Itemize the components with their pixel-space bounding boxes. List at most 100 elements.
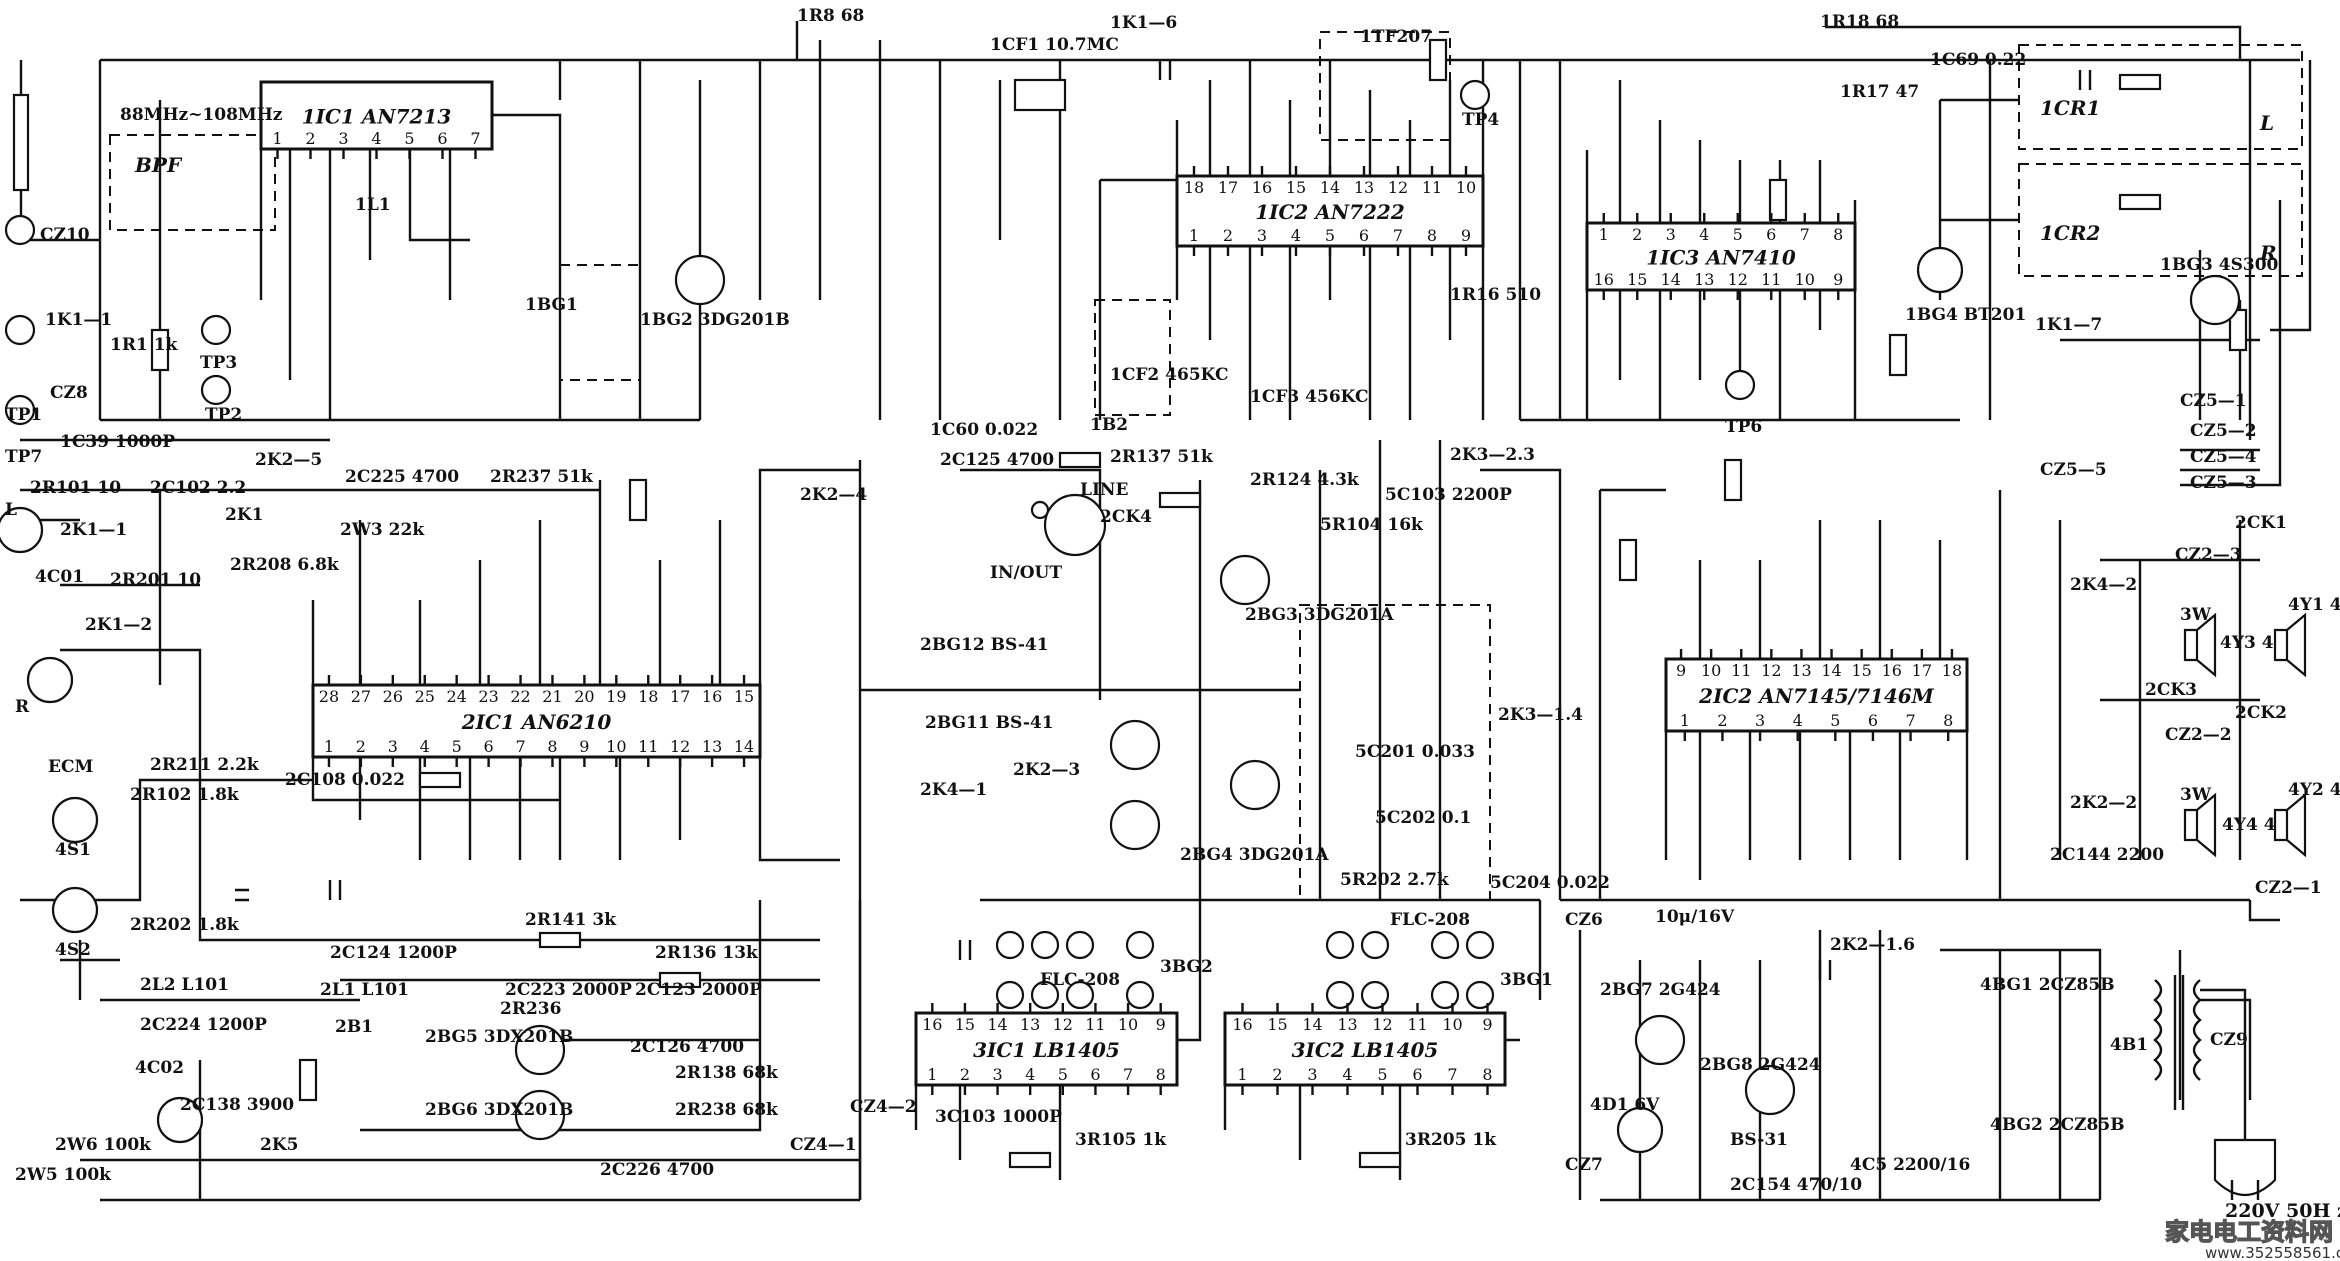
label: 2W3 22k: [340, 520, 425, 540]
ic-pin-number: 18: [1184, 178, 1204, 197]
label: BS-31: [1730, 1130, 1788, 1150]
ic-label: 1IC3 AN7410: [1646, 246, 1796, 270]
ic-pin-number: 8: [1482, 1065, 1492, 1084]
label: 1R18 68: [1820, 12, 1899, 32]
ic-pin-number: 4: [420, 737, 430, 756]
label: CZ5—2: [2190, 421, 2257, 441]
ic-body: [259, 80, 494, 151]
label: CZ5—5: [2040, 460, 2107, 480]
label: CZ9: [2210, 1030, 2248, 1050]
ic-pin-number: 14: [734, 737, 754, 756]
passive-components: [150, 38, 2248, 1169]
ic-pin-number: 24: [446, 687, 466, 706]
label: 4Y4 4: [2222, 815, 2276, 835]
label: 2C125 4700: [940, 450, 1054, 470]
label: 3W: [2180, 605, 2212, 625]
ic-pin-number: 15: [1267, 1015, 1287, 1034]
ic-pin-number: 1: [1189, 226, 1199, 245]
ic-pin-number: 2: [1717, 711, 1727, 730]
watermark-logo: 家电电工资料网: [2165, 1218, 2333, 1246]
ic-body: [1664, 657, 1969, 733]
ic-pin-number: 3: [1307, 1065, 1317, 1084]
label: 1C60 0.022: [930, 420, 1038, 440]
ic-pin-number: 13: [1694, 270, 1714, 289]
ic-pin-number: 10: [1701, 661, 1721, 680]
ic-pin-number: 16: [1882, 661, 1902, 680]
ic-pin-number: 6: [1090, 1065, 1100, 1084]
led-array-2: [1325, 930, 1495, 1010]
ic-pin-number: 15: [1851, 661, 1871, 680]
label: 2R202 1.8k: [130, 915, 240, 935]
ic-pin-number: 6: [1359, 226, 1369, 245]
label: 4BG2 2CZ85B: [1990, 1115, 2125, 1135]
label: 2BG11 BS-41: [925, 713, 1054, 733]
power-rating-label: 220V 50H z: [2225, 1200, 2340, 1222]
ic-pin-number: 6: [1766, 225, 1776, 244]
ic-pin-number: 16: [922, 1015, 942, 1034]
ic-label: 2IC2 AN7145/7146M: [1698, 684, 1935, 708]
label: 2BG6 3DX201B: [425, 1100, 573, 1120]
watermark-url: www.352558561.cn: [2205, 1244, 2340, 1261]
ic-pin-number: 10: [1456, 178, 1476, 197]
label: 2R138 68k: [675, 1063, 779, 1083]
ic-pin-number: 18: [638, 687, 658, 706]
ic-pin-number: 18: [1942, 661, 1962, 680]
ic-pin-number: 6: [437, 129, 447, 148]
ic-pin-number: 9: [579, 737, 589, 756]
ic-pin-number: 7: [1123, 1065, 1133, 1084]
label: 10μ/16V: [1655, 907, 1735, 927]
label: 5C204 0.022: [1490, 873, 1610, 893]
ic-pin-number: 16: [702, 687, 722, 706]
ic-pin-number: 10: [1118, 1015, 1138, 1034]
ic-pin-number: 20: [574, 687, 594, 706]
ic-pin-number: 13: [1020, 1015, 1040, 1034]
label: 3BG1: [1500, 970, 1553, 990]
label: 2K1—1: [60, 520, 127, 540]
label: 4BG1 2CZ85B: [1980, 975, 2115, 995]
label: 2L1 L101: [320, 980, 409, 1000]
ic-pin-number: 28: [319, 687, 339, 706]
ic-pin-number: 17: [1912, 661, 1932, 680]
ic-pin-number: 14: [1661, 270, 1681, 289]
label: 2R238 68k: [675, 1100, 779, 1120]
label: 2C154 470/10: [1730, 1175, 1862, 1195]
ic-pin-number: 14: [1320, 178, 1340, 197]
ic-pin-number: 2: [356, 737, 366, 756]
ic-label: 3IC2 LB1405: [1292, 1038, 1439, 1062]
label: 1K1—6: [1110, 13, 1177, 33]
ic-pin-number: 5: [1377, 1065, 1387, 1084]
label: CZ4—1: [790, 1135, 857, 1155]
ic-pin-number: 4: [371, 129, 381, 148]
ic-pin-number: 19: [606, 687, 626, 706]
label: CZ7: [1565, 1155, 1603, 1175]
label: CZ2—1: [2255, 878, 2322, 898]
label: 2BG12 BS-41: [920, 635, 1049, 655]
label: 4S1: [55, 840, 91, 860]
ic-pin-number: 5: [1830, 711, 1840, 730]
label: TP6: [1725, 417, 1762, 437]
ic-pin-number: 3: [388, 737, 398, 756]
power-transformer: [2153, 975, 2202, 1110]
ic-pin-number: 1: [1599, 225, 1609, 244]
label: 3C103 1000P: [935, 1107, 1062, 1127]
ic-pin-number: 9: [1676, 661, 1686, 680]
ic-pin-number: 13: [702, 737, 722, 756]
label: 3W: [2180, 785, 2212, 805]
ic-pin-number: 4: [1699, 225, 1709, 244]
label: 1TF207: [1360, 27, 1432, 47]
label: R: [2259, 241, 2277, 265]
ic-pin-number: 1: [272, 129, 282, 148]
ic-pin-number: 12: [1388, 178, 1408, 197]
label: 2BG3 3DG201A: [1245, 605, 1394, 625]
ic-pin-number: 2: [1272, 1065, 1282, 1084]
ic-pin-number: 4: [1342, 1065, 1352, 1084]
ic-pin-number: 14: [1302, 1015, 1322, 1034]
ic-pin-number: 8: [1943, 711, 1953, 730]
ic-pin-number: 8: [547, 737, 557, 756]
label: 1CF1 10.7MC: [990, 35, 1119, 55]
ic-pin-number: 11: [1731, 661, 1751, 680]
